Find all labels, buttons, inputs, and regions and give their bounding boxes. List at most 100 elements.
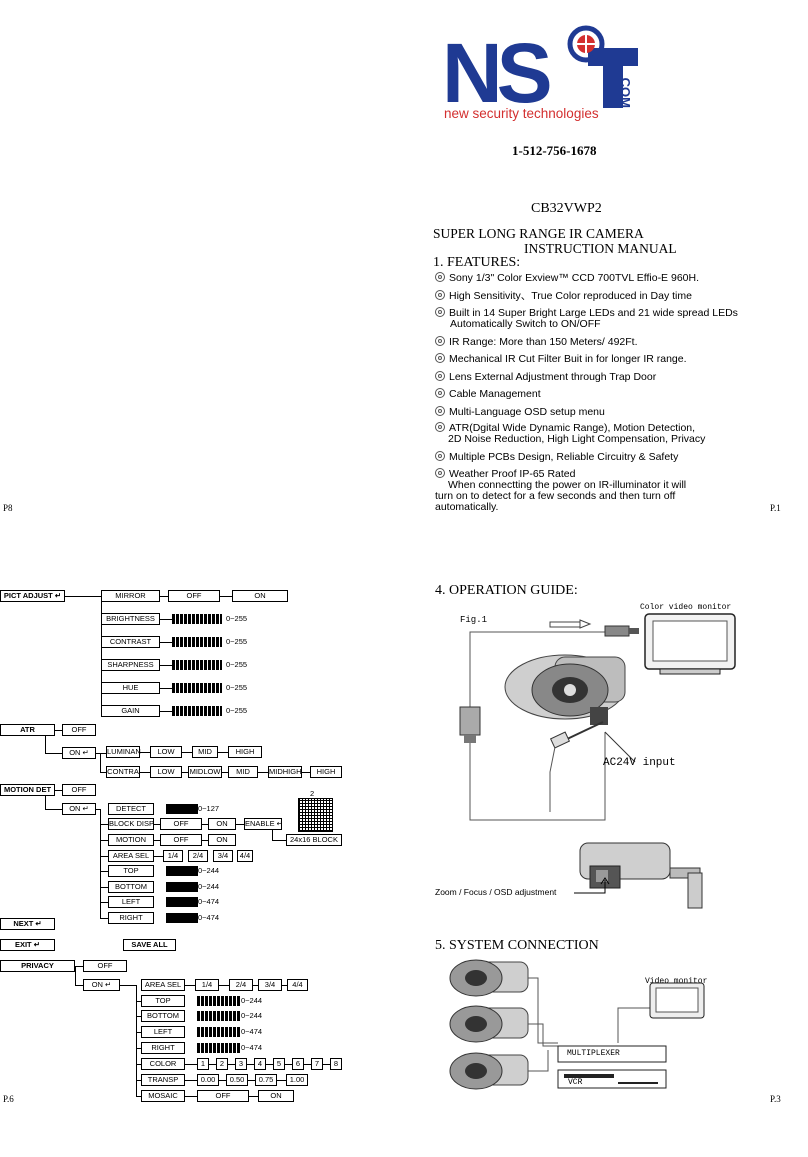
osd-privacy-bottom: BOTTOM [141,1010,185,1022]
range-label: 0~244 [241,996,263,1005]
bullet-icon [435,451,445,461]
phone-number: 1-512-756-1678 [512,143,597,158]
model-number: CB32VWP2 [531,201,602,216]
multiplexer-label: MULTIPLEXER [567,1049,620,1058]
bullet-icon [435,371,445,381]
osd-brightness: BRIGHTNESS [101,613,160,625]
osd-24x16-block: 24x16 BLOCK [286,834,342,846]
monitor-label: Color video monitor [640,603,732,612]
bullet-icon [435,336,445,346]
osd-gain: GAIN [101,705,160,717]
vcr-label: VCR [568,1078,583,1087]
feature-item: Weather Proof IP-65 Rated [435,467,575,480]
svg-text:NS: NS [442,26,550,120]
osd-transp-75: 0.75 [255,1074,277,1086]
range-label: 0~474 [241,1027,263,1036]
ac-input-label: AC24V input [603,757,676,769]
osd-mirror-on: ON [232,590,288,602]
feature-item: Multi-Language OSD setup menu [435,405,605,418]
osd-low: LOW [150,766,182,778]
logo-tagline: new security technologies [444,106,599,121]
video-monitor-label: Video monitor [645,977,708,986]
slider-bar [197,1011,241,1021]
osd-area-sel: AREA SEL [108,850,154,862]
osd-color-2: 2 [216,1058,228,1070]
osd-transp: TRANSP [141,1074,185,1086]
feature-item-cont: 2D Noise Reduction, High Light Compensat… [448,433,706,445]
range-label: 0~244 [198,882,220,891]
osd-q1: 1/4 [163,850,183,862]
osd-enable: ENABLE ↵ [244,818,283,830]
slider-bar [172,706,222,716]
osd-color-1: 1 [197,1058,209,1070]
system-diagram [438,958,738,1098]
range-label: 0~127 [198,804,220,813]
feature-item: IR Range: More than 150 Meters/ 492Ft. [435,335,638,348]
page-number-p3: P.3 [770,1094,781,1104]
slider-bar [166,882,198,892]
osd-low: LOW [150,746,182,758]
slider-bar [197,996,241,1006]
osd-high: HIGH [228,746,262,758]
osd-privacy-top: TOP [141,995,185,1007]
osd-color-8: 8 [330,1058,342,1070]
osd-pict-adjust: PICT ADJUST ↵ [0,590,65,602]
bullet-icon [435,290,445,300]
page-number-p8: P8 [3,503,13,513]
osd-mosaic-on: ON [258,1090,294,1102]
osd-color-7: 7 [311,1058,323,1070]
osd-mid: MID [192,746,218,758]
osd-privacy-q3: 3/4 [258,979,282,991]
osd-next: NEXT ↵ [0,918,55,930]
osd-block-off: OFF [160,818,202,830]
osd-transp-0: 0.00 [197,1074,219,1086]
manual-title-1: SUPER LONG RANGE IR CAMERA [433,226,644,241]
osd-transp-50: 0.50 [226,1074,248,1086]
page-number-p6: P.6 [3,1094,14,1104]
note-line: automatically. [435,501,499,513]
bullet-icon [435,388,445,398]
osd-privacy-on: ON ↵ [83,979,120,991]
logo-com: .COM [618,74,633,108]
zoom-diagram [570,838,720,913]
slider-bar [172,683,222,693]
osd-motion: MOTION [108,834,154,846]
manual-title-2: INSTRUCTION MANUAL [524,241,677,256]
osd-save-all: SAVE ALL [123,939,176,951]
osd-midhigh: MIDHIGH [268,766,302,778]
osd-privacy-left: LEFT [141,1026,185,1038]
range-label: 0~255 [226,706,248,715]
osd-atr: ATR [0,724,55,736]
osd-privacy-area-sel: AREA SEL [141,979,185,991]
note-line: When connectting the power on IR-illumin… [448,479,687,491]
bullet-icon [435,307,445,317]
bullet-icon [435,272,445,282]
osd-color-6: 6 [292,1058,304,1070]
osd-atr-off: OFF [62,724,96,736]
osd-color-3: 3 [235,1058,247,1070]
osd-color-5: 5 [273,1058,285,1070]
osd-exit: EXIT ↵ [0,939,55,951]
osd-contrast: CONTRAST [101,636,160,648]
osd-privacy: PRIVACY [0,960,75,972]
osd-block-disp: BLOCK DISP [108,818,155,830]
operation-heading: 4. OPERATION GUIDE: [435,583,578,598]
osd-transp-100: 1.00 [286,1074,308,1086]
osd-privacy-right: RIGHT [141,1042,185,1054]
range-label: 0~244 [241,1011,263,1020]
feature-item: Mechanical IR Cut Filter Buit in for lon… [435,352,687,365]
osd-privacy-q2: 2/4 [229,979,253,991]
osd-q3: 3/4 [213,850,233,862]
osd-sharpness: SHARPNESS [101,659,160,671]
feature-item: Built in 14 Super Bright Large LEDs and … [435,306,738,319]
slider-bar [166,804,198,814]
bullet-icon [435,422,445,432]
slider-bar [197,1027,241,1037]
range-label: 0~474 [241,1043,263,1052]
range-label: 0~255 [226,637,248,646]
osd-motion-off: OFF [62,784,96,796]
range-label: 0~474 [198,913,220,922]
osd-detect: DETECT [108,803,154,815]
fig-label: Fig.1 [460,615,488,625]
range-label: 0~255 [226,683,248,692]
